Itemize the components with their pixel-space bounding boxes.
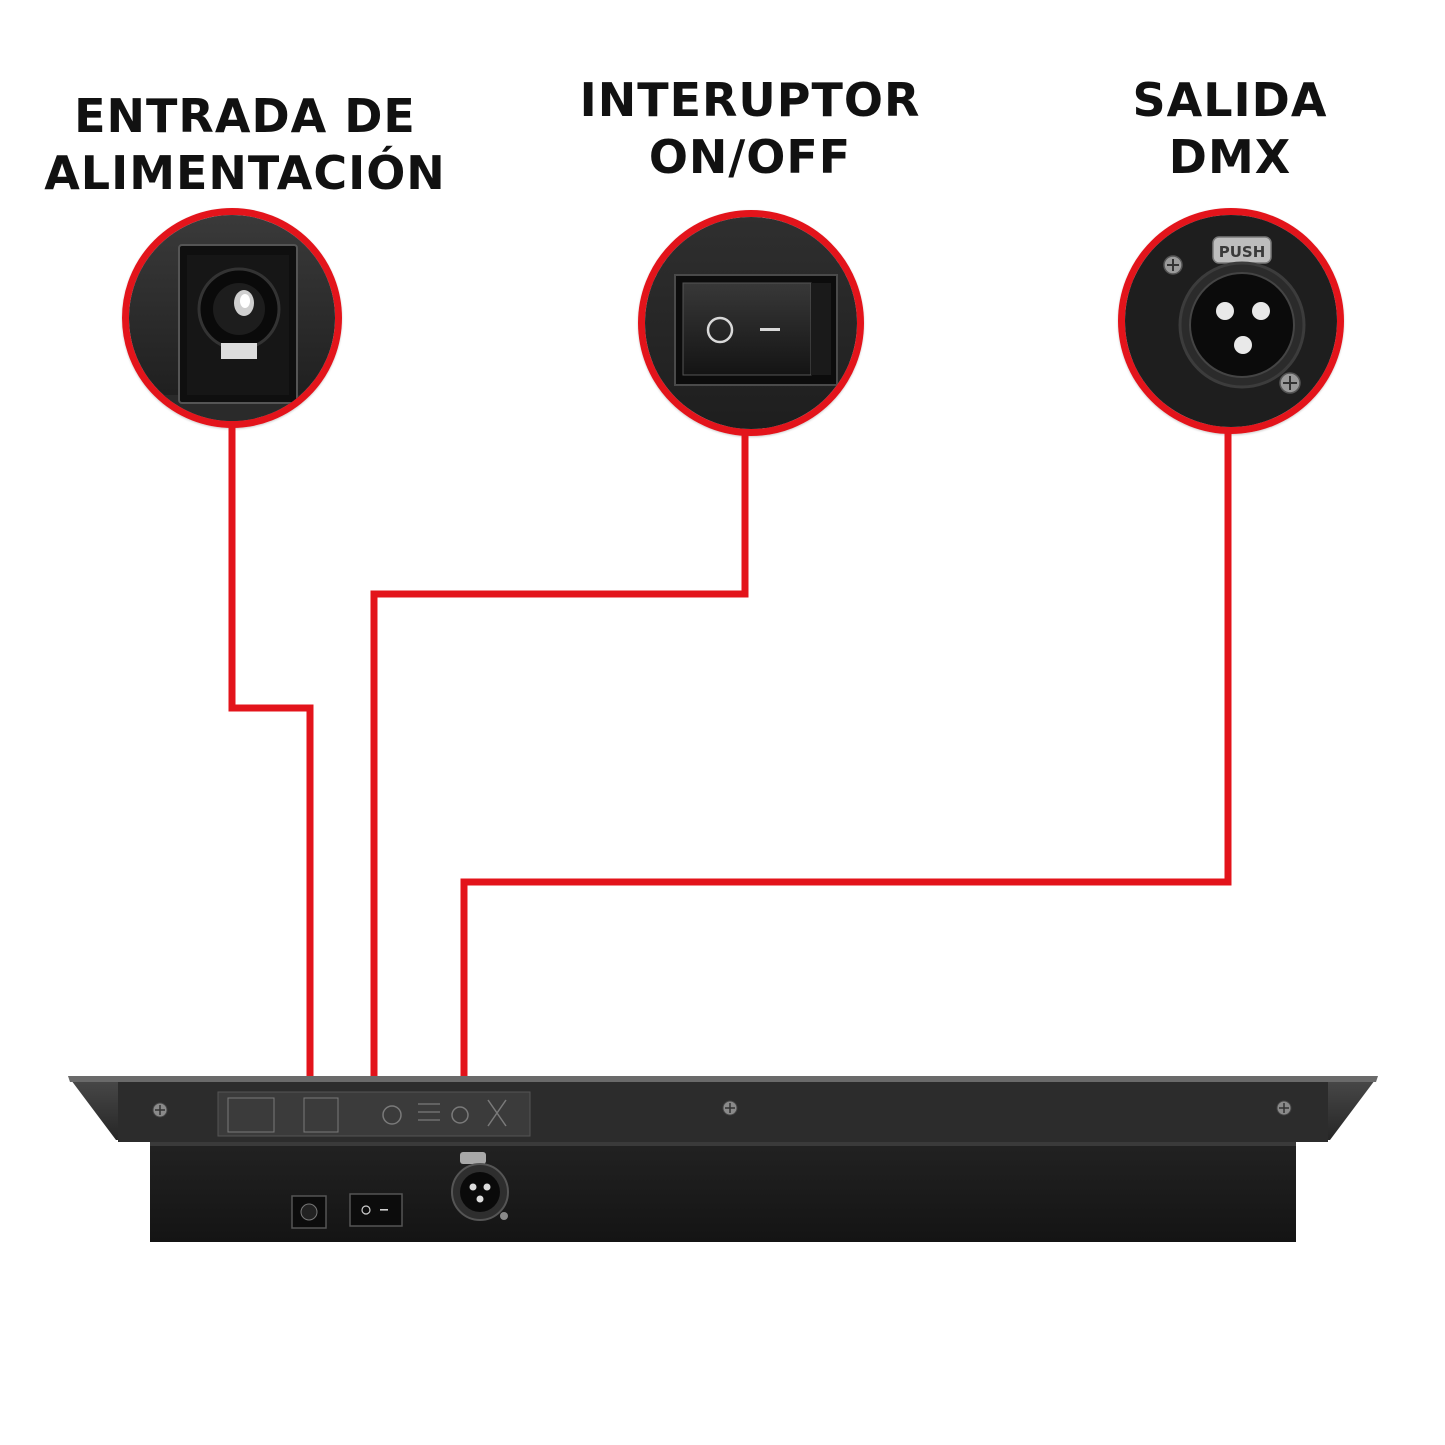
switch-title-line1: INTERUPTOR (579, 73, 921, 127)
power-input-title: ENTRADA DE ALIMENTACIÓN (30, 88, 460, 202)
dmx-connector-line (460, 432, 1232, 1168)
panel-screws (152, 1100, 1292, 1118)
switch-connector-line (370, 434, 749, 1198)
dmx-output-title-line1: SALIDA (1132, 73, 1328, 127)
power-switch (349, 1193, 403, 1227)
xlr-connector-icon: PUSH (1125, 215, 1337, 427)
switch-title-line2: ON/OFF (648, 130, 852, 184)
power-input-title-line2: ALIMENTACIÓN (44, 146, 446, 200)
switch-zoom (638, 210, 864, 436)
push-tab-label: PUSH (1219, 243, 1266, 261)
dmx-connector-zoom: PUSH (1118, 208, 1344, 434)
rocker-switch-icon (645, 217, 857, 429)
dmx-output-connector (451, 1152, 509, 1221)
power-connector-line (228, 426, 314, 1196)
power-input-title-line1: ENTRADA DE (74, 89, 416, 143)
switch-title: INTERUPTOR ON/OFF (560, 72, 940, 186)
rear-label-sticker (217, 1091, 531, 1137)
dmx-output-title: SALIDA DMX (1050, 72, 1410, 186)
power-jack (291, 1195, 327, 1229)
dmx-output-title-line2: DMX (1168, 130, 1292, 184)
